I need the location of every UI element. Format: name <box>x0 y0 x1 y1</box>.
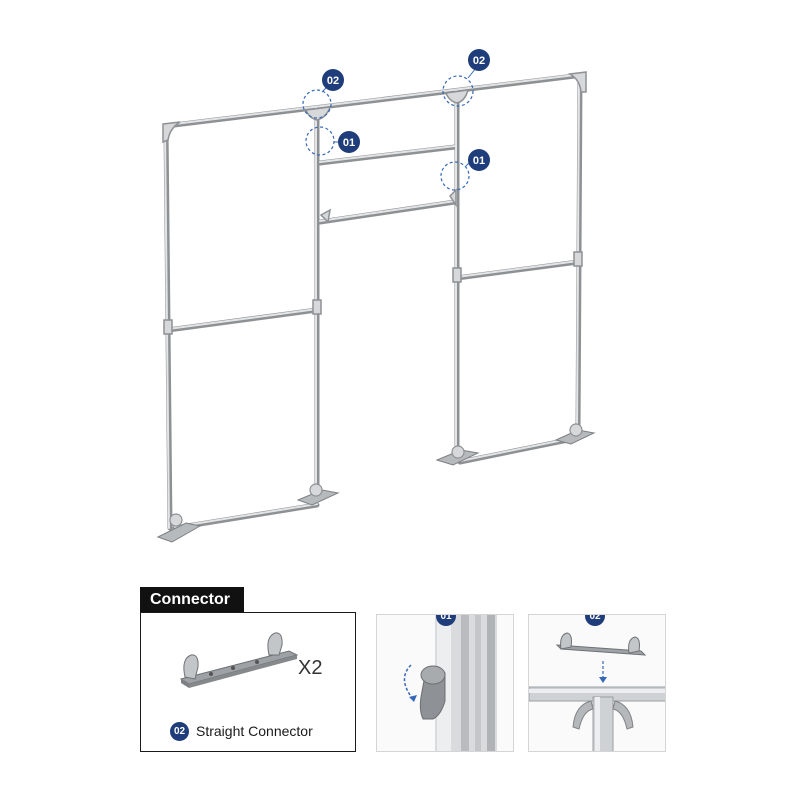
callout-circle-top-right <box>442 75 474 107</box>
detail-02-panel: 02 <box>528 614 666 752</box>
connector-legend-number: 02 <box>170 721 189 741</box>
detail-01-image <box>403 615 497 751</box>
connector-quantity: X2 <box>298 657 323 679</box>
callout-number-top-left: 02 <box>327 75 339 87</box>
foot-left-outer <box>156 522 202 543</box>
callout-badge-right-mid: 01 <box>468 149 490 171</box>
callout-badge-top-right: 02 <box>468 49 490 71</box>
detail-02-image <box>529 632 665 751</box>
callout-number-top-right: 02 <box>473 55 485 67</box>
callout-circle-right-mid <box>440 161 470 191</box>
detail-02-badge: 02 <box>585 615 605 626</box>
straight-connector-image <box>179 632 299 688</box>
callout-circles <box>302 75 474 191</box>
callout-number-left-mid: 01 <box>343 137 355 149</box>
right-junction <box>444 89 470 104</box>
top-left-corner <box>162 121 181 144</box>
frame-tubes <box>163 72 586 531</box>
connector-legend-label: Straight Connector <box>196 723 313 739</box>
callout-circle-top-left <box>302 89 332 119</box>
callout-badge-top-left: 02 <box>322 69 344 91</box>
corner-joints <box>162 71 587 335</box>
connector-legend: 02 Straight Connector <box>170 721 313 741</box>
detail-01-panel: 01 <box>376 614 514 752</box>
top-right-corner <box>567 71 587 93</box>
callout-badge-left-mid: 01 <box>338 131 360 153</box>
detail-01-badge: 01 <box>436 615 456 626</box>
frame-illustration: 02 02 01 01 <box>156 49 596 543</box>
callout-circle-left-mid <box>305 126 335 156</box>
connector-panel-title: Connector <box>140 587 244 612</box>
callout-number-right-mid: 01 <box>473 155 485 167</box>
left-junction <box>304 106 332 121</box>
